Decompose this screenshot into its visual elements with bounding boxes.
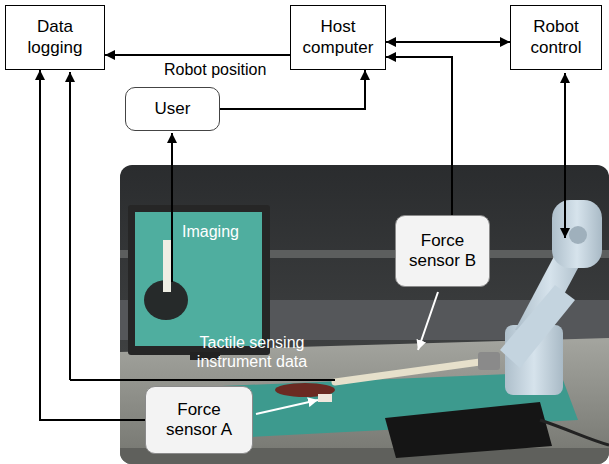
- leader-arrow: [418, 292, 438, 350]
- leader-arrow: [256, 400, 318, 414]
- tactile-data-line: [70, 379, 335, 381]
- edge-label: Robot position: [162, 60, 268, 79]
- node-label: Data logging: [12, 17, 98, 58]
- user-box: User: [125, 87, 220, 131]
- node-label: Force sensor B: [402, 231, 483, 272]
- tactile-instrument: [335, 362, 480, 382]
- node-label: Host computer: [297, 17, 379, 58]
- robot-shoulder: [552, 200, 602, 268]
- imaging-arrow: [171, 133, 173, 282]
- system-box: Host computer: [290, 5, 386, 70]
- photo-scene: [120, 165, 609, 464]
- node-label: Robot control: [517, 17, 595, 58]
- robot-forearm: [500, 285, 575, 368]
- sensor-callout: Force sensor A: [145, 386, 253, 454]
- node-label: User: [155, 99, 191, 119]
- photo-label: Imaging: [182, 222, 272, 241]
- tactile-data-line: [69, 72, 71, 380]
- screen-probe: [163, 240, 171, 292]
- photo-label: Tactile sensing instrument data: [172, 333, 332, 371]
- data-connector: [105, 54, 290, 56]
- system-box: Data logging: [5, 5, 105, 70]
- robot-joint: [569, 226, 587, 244]
- data-connector: [386, 57, 452, 215]
- data-connector: [386, 41, 510, 43]
- node-label: Force sensor A: [152, 400, 246, 441]
- cable: [540, 420, 609, 445]
- sensor-b-flange: [478, 352, 500, 370]
- lab-wall: [120, 165, 609, 464]
- sensor-a-pad: [318, 394, 332, 402]
- robot-command-line: [564, 73, 566, 238]
- sensor-callout: Force sensor B: [395, 215, 490, 287]
- control-box: [385, 402, 552, 458]
- system-box: Robot control: [510, 5, 602, 70]
